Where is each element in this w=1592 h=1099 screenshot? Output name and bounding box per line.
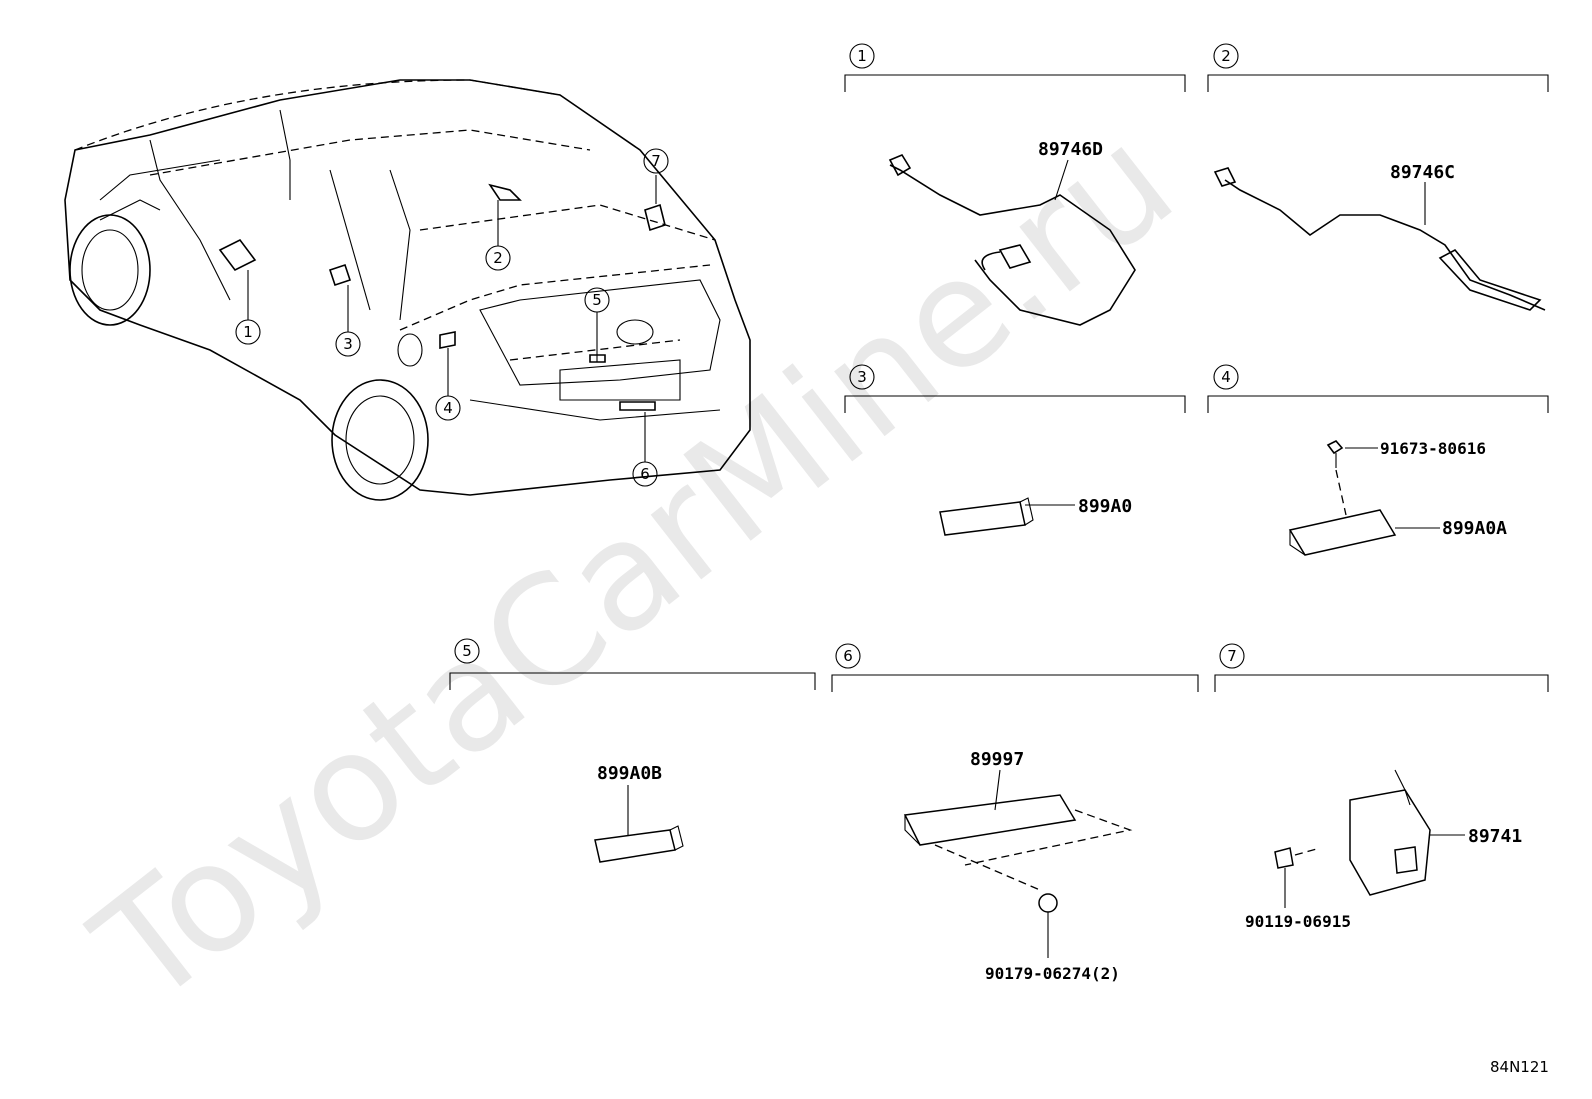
group-5: 5 899A0B (449, 638, 816, 863)
group-2: 2 89746C (1207, 43, 1549, 311)
group-4: 4 91673-80616 899A0A (1207, 364, 1549, 556)
part-number: 90119-06915 (1245, 912, 1351, 931)
group-number: 5 (462, 642, 472, 660)
part-number: 89741 (1468, 826, 1522, 847)
group-3: 3 899A0 (844, 364, 1186, 536)
vehicle-illustration: 1 2 3 4 5 6 7 (64, 79, 751, 501)
group-number: 7 (1227, 647, 1237, 665)
part-number: 90179-06274(2) (985, 964, 1120, 983)
car-callout: 5 (592, 291, 602, 309)
part-number: 899A0A (1442, 518, 1507, 539)
car-callout: 4 (443, 399, 453, 417)
car-callout: 3 (343, 335, 353, 353)
group-number: 2 (1221, 47, 1231, 65)
diagram-reference: 84N121 (1490, 1058, 1549, 1076)
group-number: 4 (1221, 368, 1231, 386)
part-number: 89746D (1038, 139, 1103, 160)
group-number: 1 (857, 47, 867, 65)
watermark: ToyotaCarMine.ru (64, 94, 1205, 1038)
car-callout: 6 (640, 465, 650, 483)
group-number: 6 (843, 647, 853, 665)
car-callout: 1 (243, 323, 253, 341)
part-number: 899A0B (597, 763, 662, 784)
group-6: 6 89997 90179-06274(2) (831, 643, 1199, 983)
car-callout: 7 (651, 152, 661, 170)
car-callout: 2 (493, 249, 503, 267)
group-7: 7 89741 90119-06915 (1214, 643, 1549, 931)
part-number: 899A0 (1078, 496, 1132, 517)
part-number: 91673-80616 (1380, 439, 1486, 458)
group-1: 1 89746D (844, 43, 1186, 326)
part-number: 89997 (970, 749, 1024, 770)
part-number: 89746C (1390, 162, 1455, 183)
group-number: 3 (857, 368, 867, 386)
